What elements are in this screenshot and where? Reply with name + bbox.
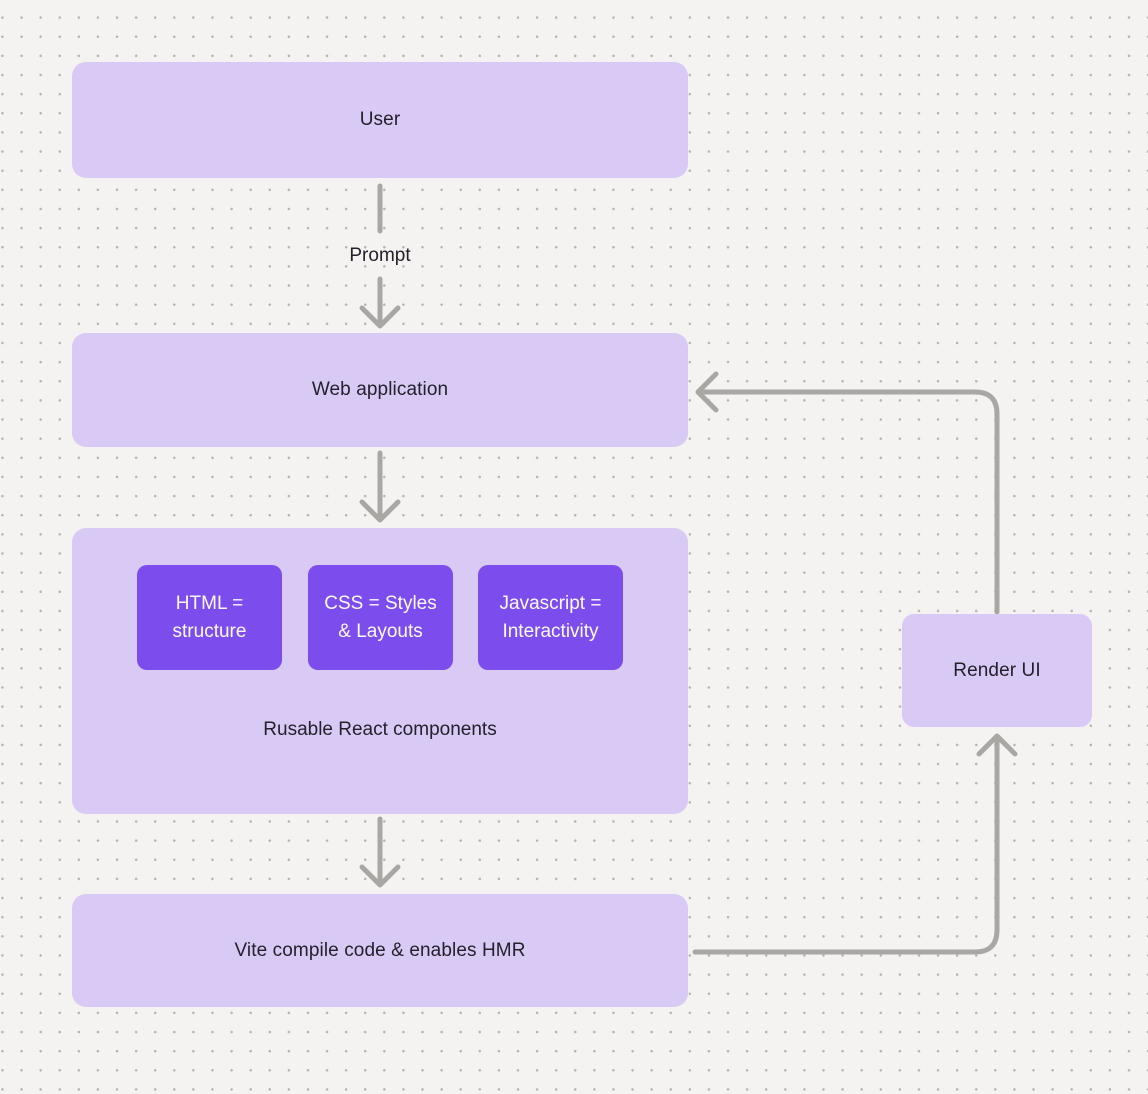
- edge-webapp-to-group: [359, 450, 401, 523]
- chip-html-structure-label: HTML = structure: [172, 592, 247, 642]
- node-user-label: User: [359, 109, 401, 130]
- arrow-left-icon: [695, 371, 719, 413]
- node-vite-label: Vite compile code & enables HMR: [234, 939, 526, 961]
- chip-css-styles-label: CSS = Styles & Layouts: [324, 592, 437, 642]
- arrow-down-icon: [359, 499, 401, 523]
- components-group-caption: Rusable React components: [263, 719, 497, 740]
- edge-group-to-vite: [359, 816, 401, 888]
- node-web-application: Web application: [72, 333, 688, 447]
- arrow-up-icon: [976, 733, 1018, 757]
- arrow-down-icon: [359, 305, 401, 329]
- edge-renderui-to-webapp: [695, 371, 1000, 615]
- chip-html-structure: HTML = structure: [137, 565, 282, 670]
- chip-css-styles: CSS = Styles & Layouts: [308, 565, 453, 670]
- node-render-ui-label: Render UI: [953, 659, 1041, 681]
- chip-javascript-interactivity-label: Javascript = Interactivity: [499, 592, 602, 642]
- edge-label-prompt: Prompt: [349, 245, 411, 266]
- node-web-application-label: Web application: [311, 379, 449, 400]
- arrow-down-icon: [359, 864, 401, 888]
- edge-vite-to-renderui: [692, 733, 1018, 955]
- node-user: User: [72, 62, 688, 178]
- node-vite: Vite compile code & enables HMR: [72, 894, 688, 1007]
- chip-javascript-interactivity: Javascript = Interactivity: [478, 565, 623, 670]
- node-render-ui: Render UI: [902, 614, 1092, 727]
